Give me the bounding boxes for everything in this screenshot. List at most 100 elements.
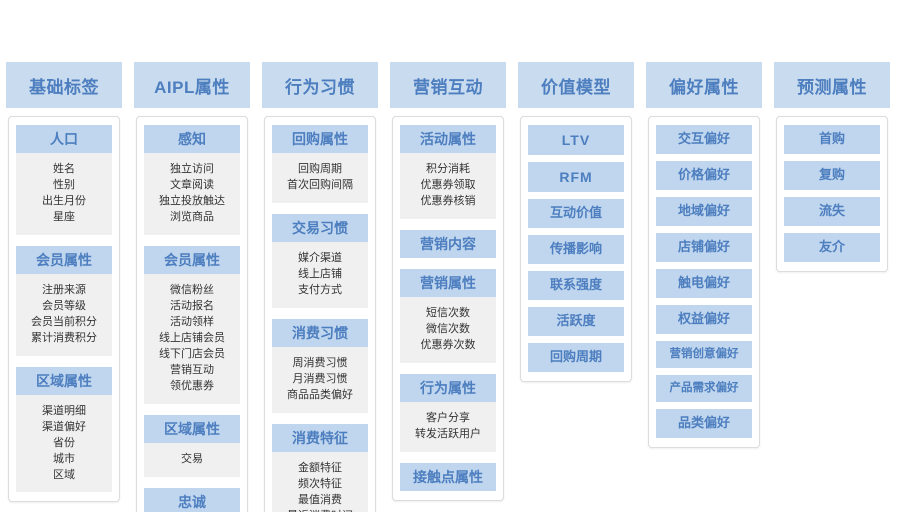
group-item[interactable]: 浏览商品 — [170, 210, 214, 223]
group-item[interactable]: 优惠券领取 — [420, 179, 476, 192]
group-item[interactable]: 首次回购间隔 — [287, 179, 353, 192]
group-item[interactable]: 媒介渠道 — [298, 252, 342, 265]
group-item[interactable]: 独立投放触达 — [159, 194, 225, 207]
group-item[interactable]: 省份 — [53, 436, 75, 449]
group-item[interactable]: 出生月份 — [42, 194, 86, 207]
group-item-list: 交易 — [144, 442, 240, 477]
group-item-list: 积分消耗优惠券领取优惠券核销 — [400, 153, 496, 219]
group-title[interactable]: 消费习惯 — [272, 318, 368, 347]
attribute-pill[interactable]: 产品需求偏好 — [656, 374, 752, 403]
group-item[interactable]: 最值消费 — [298, 493, 342, 506]
group-item[interactable]: 区域 — [53, 468, 75, 481]
attribute-pill[interactable]: 首购 — [784, 125, 880, 154]
group-item[interactable]: 营销互动 — [170, 363, 214, 376]
group-item[interactable]: 会员当前积分 — [31, 315, 97, 328]
group-item[interactable]: 短信次数 — [426, 307, 470, 320]
group-item[interactable]: 累计消费积分 — [31, 331, 97, 344]
group-item[interactable]: 渠道偏好 — [42, 420, 86, 433]
group-item[interactable]: 商品品类偏好 — [287, 388, 353, 401]
attribute-pill[interactable]: 店铺偏好 — [656, 232, 752, 262]
group-item[interactable]: 星座 — [53, 210, 75, 223]
column-header[interactable]: 预测属性 — [774, 62, 890, 108]
attribute-pill[interactable]: 营销创意偏好 — [656, 340, 752, 368]
column-header[interactable]: 营销互动 — [390, 62, 506, 108]
group-title[interactable]: 营销内容 — [400, 229, 496, 258]
group-item[interactable]: 渠道明细 — [42, 404, 86, 417]
column-header[interactable]: 行为习惯 — [262, 62, 378, 108]
group-title[interactable]: 会员属性 — [144, 245, 240, 274]
group-item[interactable]: 优惠券次数 — [420, 338, 476, 351]
attribute-group: 消费习惯周消费习惯月消费习惯商品品类偏好 — [272, 318, 368, 413]
column-body: 人口姓名性别出生月份星座会员属性注册来源会员等级会员当前积分累计消费积分区域属性… — [8, 116, 120, 503]
group-item[interactable]: 线上店铺会员 — [159, 331, 225, 344]
group-item[interactable]: 城市 — [53, 452, 75, 465]
group-item[interactable]: 线上店铺 — [298, 268, 342, 280]
attribute-group: 感知独立访问文章阅读独立投放触达浏览商品 — [144, 125, 240, 235]
attribute-pill[interactable]: 品类偏好 — [656, 409, 752, 438]
group-item[interactable]: 领优惠券 — [170, 379, 214, 392]
group-item[interactable]: 姓名 — [53, 163, 75, 176]
group-item[interactable]: 回购周期 — [298, 163, 342, 176]
group-title[interactable]: 区域属性 — [144, 414, 240, 443]
attribute-pill[interactable]: RFM — [528, 162, 624, 193]
column-header[interactable]: 偏好属性 — [646, 62, 762, 108]
column-header[interactable]: 价值模型 — [518, 62, 634, 108]
group-item[interactable]: 月消费习惯 — [292, 372, 348, 385]
group-item-list: 短信次数微信次数优惠券次数 — [400, 297, 496, 363]
attribute-pill[interactable]: 价格偏好 — [656, 160, 752, 190]
group-title[interactable]: 营销属性 — [400, 269, 496, 298]
group-title[interactable]: 人口 — [16, 125, 112, 154]
group-item[interactable]: 频次特征 — [298, 477, 342, 490]
attribute-pill[interactable]: LTV — [528, 125, 624, 156]
group-item[interactable]: 活动领样 — [170, 315, 214, 328]
group-title[interactable]: 接触点属性 — [400, 462, 496, 491]
group-title[interactable]: 感知 — [144, 125, 240, 154]
group-title[interactable]: 区域属性 — [16, 366, 112, 395]
attribute-pill[interactable]: 触电偏好 — [656, 268, 752, 298]
attribute-pill[interactable]: 传播影响 — [528, 235, 624, 265]
group-item[interactable]: 会员等级 — [42, 299, 86, 312]
group-title[interactable]: 消费特征 — [272, 423, 368, 452]
group-title[interactable]: 忠诚 — [144, 487, 240, 512]
column-header[interactable]: AIPL属性 — [134, 62, 250, 108]
group-item[interactable]: 积分消耗 — [426, 163, 470, 176]
group-item[interactable]: 微信次数 — [426, 323, 470, 336]
group-item[interactable]: 线下门店会员 — [159, 347, 225, 360]
group-item[interactable]: 优惠券核销 — [420, 194, 476, 207]
group-item[interactable]: 转发活跃用户 — [415, 427, 481, 440]
group-item[interactable]: 支付方式 — [298, 283, 342, 296]
attribute-pill[interactable]: 回购周期 — [528, 342, 624, 372]
group-item[interactable]: 交易 — [181, 452, 203, 465]
attribute-pill[interactable]: 联系强度 — [528, 271, 624, 300]
group-title[interactable]: 行为属性 — [400, 373, 496, 402]
group-item-list: 回购周期首次回购间隔 — [272, 153, 368, 203]
group-item[interactable]: 微信粉丝 — [170, 283, 214, 296]
attribute-pill[interactable]: 友介 — [784, 232, 880, 262]
group-title[interactable]: 回购属性 — [272, 125, 368, 154]
attribute-pill[interactable]: 交互偏好 — [656, 125, 752, 154]
group-item[interactable]: 周消费习惯 — [292, 356, 348, 369]
attribute-pill[interactable]: 权益偏好 — [656, 304, 752, 334]
group-item[interactable]: 活动报名 — [170, 299, 214, 312]
group-item[interactable]: 客户分享 — [426, 412, 470, 424]
group-title[interactable]: 会员属性 — [16, 245, 112, 274]
group-item[interactable]: 金额特征 — [298, 461, 342, 474]
attribute-pill[interactable]: 地域偏好 — [656, 196, 752, 226]
group-item[interactable]: 注册来源 — [42, 283, 86, 296]
group-item[interactable]: 文章阅读 — [170, 179, 214, 192]
group-item[interactable]: 独立访问 — [170, 163, 214, 176]
attribute-pill[interactable]: 活跃度 — [528, 307, 624, 336]
group-item-list: 客户分享转发活跃用户 — [400, 402, 496, 452]
attribute-group: 接触点属性 — [400, 462, 496, 491]
attribute-group: 会员属性微信粉丝活动报名活动领样线上店铺会员线下门店会员营销互动领优惠券 — [144, 245, 240, 404]
group-title[interactable]: 交易习惯 — [272, 213, 368, 243]
column-header[interactable]: 基础标签 — [6, 62, 122, 108]
attribute-pill[interactable]: 互动价值 — [528, 199, 624, 229]
attribute-group: 会员属性注册来源会员等级会员当前积分累计消费积分 — [16, 245, 112, 356]
attribute-pill[interactable]: 复购 — [784, 160, 880, 190]
group-title[interactable]: 活动属性 — [400, 125, 496, 154]
group-item[interactable]: 最近消费时间 — [274, 509, 366, 512]
group-item[interactable]: 性别 — [53, 179, 75, 192]
attribute-pill[interactable]: 流失 — [784, 196, 880, 226]
column-body: 感知独立访问文章阅读独立投放触达浏览商品会员属性微信粉丝活动报名活动领样线上店铺… — [136, 116, 248, 512]
